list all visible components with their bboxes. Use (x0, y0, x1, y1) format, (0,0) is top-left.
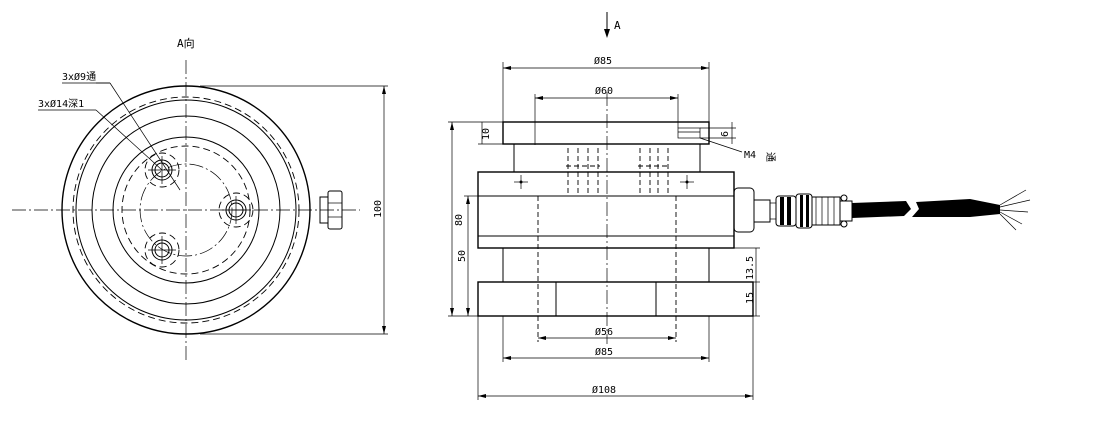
front-view: A (448, 12, 1031, 400)
dim-d60: Ø60 (595, 85, 613, 97)
callout-counterbore: 3xØ14深1 (38, 98, 84, 110)
top-view-label: A向 (177, 36, 195, 50)
hidden-bolt-left (566, 148, 600, 196)
dim-d108: Ø108 (592, 384, 616, 396)
side-connector (733, 187, 776, 233)
callout-through-holes: 3xØ9通 (62, 71, 96, 83)
leader-through (109, 82, 181, 191)
hole-lower-left (144, 232, 180, 268)
main-body (477, 171, 735, 249)
dim-d85-bottom: Ø85 (595, 346, 613, 358)
hole-right (218, 192, 254, 228)
dim-100: 100 (373, 200, 384, 218)
base-plate (477, 281, 754, 317)
outer-dashed-circle (72, 96, 300, 324)
dim-10: 10 (481, 128, 492, 140)
direction-label: A (614, 19, 621, 32)
dim-d56: Ø56 (595, 326, 613, 338)
cable (852, 189, 1031, 231)
top-plate (502, 121, 710, 145)
dim-13-5: 13.5 (745, 256, 756, 280)
callout-thread-suffix: 通 (764, 152, 776, 162)
second-circle (75, 99, 297, 321)
dim-d85-top: Ø85 (594, 55, 612, 67)
leader-counterbore (95, 109, 163, 171)
dim-80: 80 (454, 214, 465, 226)
third-circle (91, 115, 281, 305)
connector-stub (319, 190, 343, 230)
body-crosshair-right (680, 175, 694, 189)
top-view: A向 (12, 36, 388, 362)
body-crosshair-left (514, 175, 528, 189)
dim-15: 15 (745, 292, 756, 304)
hole-upper-left (144, 152, 180, 188)
callout-thread: M4 (744, 150, 756, 161)
direction-arrow-head (604, 29, 610, 38)
hidden-bolt-right (638, 148, 670, 196)
outer-circle (61, 85, 311, 335)
inner-circle (112, 136, 260, 284)
cable-plug (775, 193, 853, 229)
dim-50: 50 (457, 250, 468, 262)
dim-6: 6 (720, 131, 731, 137)
